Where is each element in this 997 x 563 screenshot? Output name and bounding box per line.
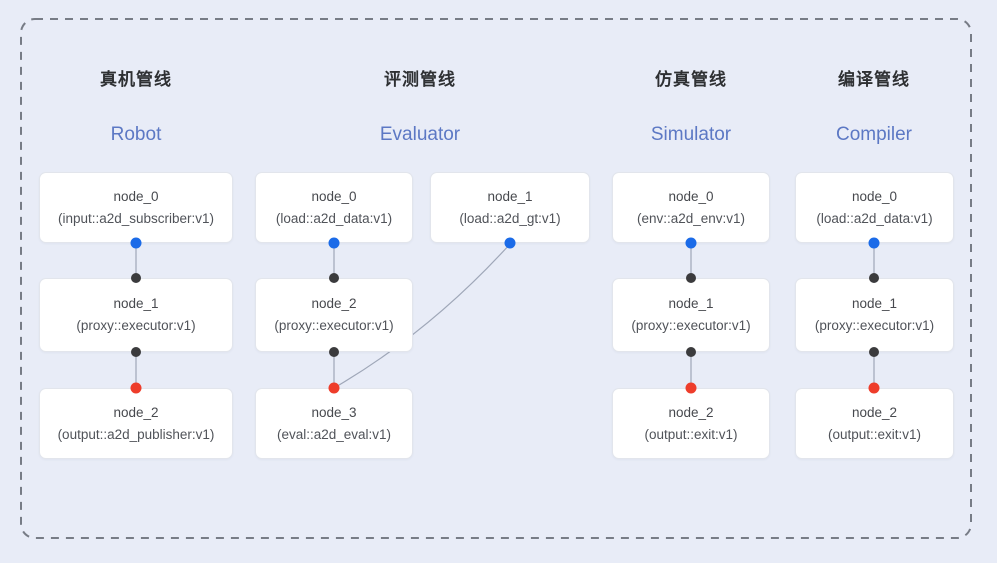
node-sublabel: (env::a2d_env:v1) [636,210,746,226]
node-label: node_0 [668,188,714,204]
node-box-compiler-1: node_1 (proxy::executor:v1) [795,278,954,352]
node-box-simulator-2: node_2 (output::exit:v1) [612,388,770,459]
node-label: node_1 [113,296,159,311]
node-sublabel: (load::a2d_data:v1) [816,210,933,226]
node-label: node_2 [668,404,714,420]
node-sublabel: (proxy::executor:v1) [274,318,394,333]
node-sublabel: (output::a2d_publisher:v1) [57,426,215,442]
pipeline-title-evaluator: 评测管线 [384,70,456,89]
node-label: node_0 [113,188,159,204]
node-sublabel: (proxy::executor:v1) [814,318,935,333]
node-label: node_2 [113,404,159,420]
pipeline-subtitle-evaluator: Evaluator [379,124,461,145]
node-sublabel: (eval::a2d_eval:v1) [276,426,392,442]
pipeline-title-simulator: 仿真管线 [655,70,727,89]
node-sublabel: (input::a2d_subscriber:v1) [57,210,215,226]
node-sublabel: (load::a2d_data:v1) [275,210,393,226]
node-label: node_1 [851,296,898,311]
pipeline-subtitle-compiler: Compiler [835,124,913,145]
node-box-evaluator-2: node_2 (proxy::executor:v1) [255,278,413,352]
node-box-compiler-2: node_2 (output::exit:v1) [795,388,954,459]
node-box-compiler-0: node_0 (load::a2d_data:v1) [795,172,954,243]
node-label: node_2 [311,296,357,311]
node-label: node_1 [668,296,714,311]
node-label: node_1 [487,188,533,204]
node-sublabel: (output::exit:v1) [644,426,738,442]
pipeline-title-compiler: 编译管线 [838,70,910,89]
node-sublabel: (load::a2d_gt:v1) [459,210,561,226]
node-box-simulator-1: node_1 (proxy::executor:v1) [612,278,770,352]
pipeline-subtitle-robot: Robot [110,124,162,145]
node-sublabel: (proxy::executor:v1) [631,318,751,333]
node-label: node_0 [851,188,898,204]
node-box-evaluator-3: node_3 (eval::a2d_eval:v1) [255,388,413,459]
node-box-evaluator-0: node_0 (load::a2d_data:v1) [255,172,413,243]
pipeline-subtitle-simulator: Simulator [650,124,732,145]
node-box-evaluator-1: node_1 (load::a2d_gt:v1) [430,172,590,243]
node-sublabel: (output::exit:v1) [827,426,922,442]
node-box-robot-0: node_0 (input::a2d_subscriber:v1) [39,172,233,243]
node-label: node_2 [851,404,898,420]
node-label: node_3 [311,404,357,420]
pipeline-title-robot: 真机管线 [100,70,172,89]
node-label: node_0 [311,188,357,204]
node-box-simulator-0: node_0 (env::a2d_env:v1) [612,172,770,243]
node-box-robot-2: node_2 (output::a2d_publisher:v1) [39,388,233,459]
node-sublabel: (proxy::executor:v1) [76,318,196,333]
node-box-robot-1: node_1 (proxy::executor:v1) [39,278,233,352]
